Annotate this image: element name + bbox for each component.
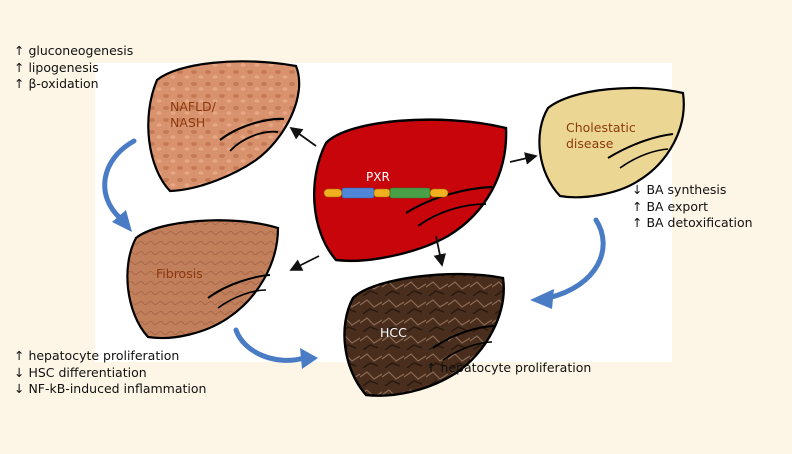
cholestatic-note-3: ↑ BA detoxification bbox=[632, 215, 753, 230]
nafld-note-3: ↑ β-oxidation bbox=[14, 76, 99, 91]
nafld-notes: ↑ gluconeogenesis ↑ lipogenesis ↑ β-oxid… bbox=[14, 43, 133, 93]
cholestatic-note-2: ↑ BA export bbox=[632, 198, 709, 214]
cholestatic-notes: ↓ BA synthesis ↑ BA export ↑ BA detoxifi… bbox=[632, 182, 753, 232]
hcc-label: HCC bbox=[380, 325, 407, 340]
fibrosis-label: Fibrosis bbox=[156, 266, 203, 281]
fibrosis-note-3: ↓ NF-kB-induced inflammation bbox=[14, 381, 207, 396]
arrow-pxr-to-nafld bbox=[289, 126, 317, 147]
pxr-domain-bar bbox=[323, 187, 449, 199]
nafld-note-1: ↑ gluconeogenesis bbox=[14, 43, 134, 58]
hcc-note-1: ↑ hepatocyte proliferation bbox=[426, 360, 592, 375]
fibrosis-note-1: ↑ hepatocyte proliferation bbox=[14, 348, 180, 363]
fibrosis-note-2: ↓ HSC differentiation bbox=[14, 364, 147, 380]
arrow-pxr-to-cholestatic bbox=[509, 152, 538, 165]
pxr-liver: PXR bbox=[313, 118, 508, 262]
arrow-pxr-to-hcc bbox=[433, 235, 446, 267]
blue-arrow-fibrosis-to-hcc bbox=[233, 327, 318, 369]
nafld-label: NAFLD/NASH bbox=[170, 99, 217, 130]
domain-ntd bbox=[323, 188, 343, 198]
domain-lbd bbox=[389, 187, 431, 199]
fibrosis-notes: ↑ hepatocyte proliferation ↓ HSC differe… bbox=[14, 348, 206, 398]
domain-af2 bbox=[429, 188, 449, 198]
pxr-label: PXR bbox=[366, 170, 390, 184]
fibrosis-liver: Fibrosis bbox=[126, 219, 280, 340]
blue-arrow-cholestatic-to-hcc bbox=[530, 217, 606, 309]
cholestatic-note-1: ↓ BA synthesis bbox=[632, 182, 727, 197]
arrow-pxr-to-fibrosis bbox=[289, 255, 320, 271]
nafld-liver: NAFLD/NASH bbox=[147, 60, 301, 193]
hcc-notes: ↑ hepatocyte proliferation bbox=[426, 360, 591, 377]
domain-dbd bbox=[341, 187, 375, 199]
nafld-note-2: ↑ lipogenesis bbox=[14, 59, 99, 75]
blue-arrow-nafld-to-fibrosis bbox=[102, 138, 137, 232]
domain-hinge bbox=[373, 188, 391, 198]
hcc-liver: HCC bbox=[343, 272, 505, 397]
